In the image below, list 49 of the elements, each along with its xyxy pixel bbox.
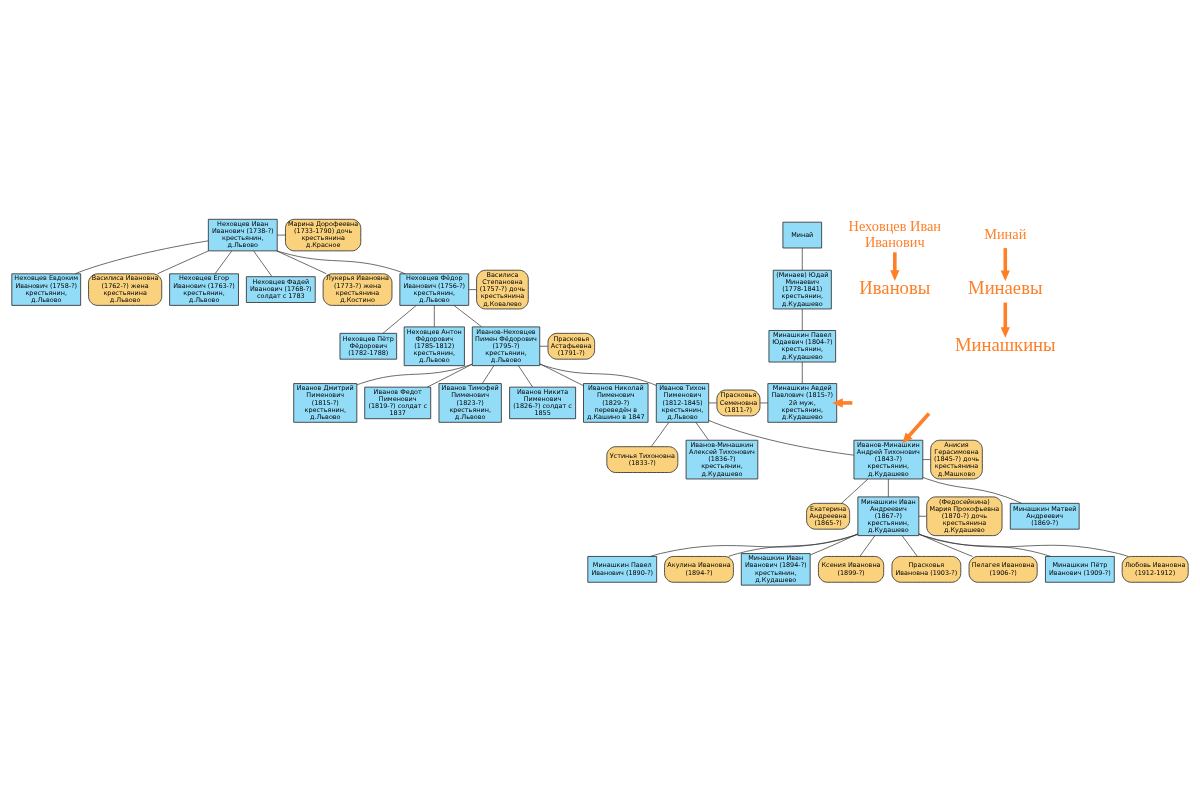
- connector: [901, 535, 918, 557]
- connector: [433, 305, 435, 328]
- connector: [427, 363, 473, 388]
- connector: [276, 250, 406, 275]
- connector: [539, 363, 584, 387]
- connector: [759, 402, 769, 404]
- connector: [539, 363, 657, 386]
- arrow: [832, 398, 853, 408]
- connector: [922, 459, 931, 460]
- node-text: Минашкины: [954, 333, 1056, 355]
- connector: [809, 533, 859, 556]
- node-text: Минаевы: [968, 277, 1043, 299]
- node-text: Неховцев Иван Иванович: [848, 217, 942, 250]
- arrow: [1000, 248, 1010, 282]
- connector: [918, 533, 1051, 557]
- connector: [539, 345, 549, 347]
- connector: [453, 305, 482, 328]
- connector: [801, 247, 803, 271]
- connector: [918, 533, 1129, 557]
- connector: [518, 365, 533, 388]
- connector: [918, 533, 973, 557]
- connector: [801, 308, 803, 331]
- connector: [922, 477, 1022, 504]
- connector: [276, 250, 327, 275]
- connector: [888, 478, 889, 498]
- connector: [74, 240, 209, 275]
- arrow: [1000, 302, 1010, 338]
- connector: [481, 365, 495, 384]
- arrow: [890, 252, 900, 281]
- connector: [801, 361, 803, 384]
- connector: [356, 363, 473, 386]
- connector: [253, 250, 273, 277]
- connector: [708, 419, 855, 456]
- arrow: [902, 412, 931, 444]
- connector: [859, 535, 876, 557]
- connector: [650, 533, 859, 557]
- connector: [650, 422, 670, 447]
- connector: [468, 289, 477, 290]
- node-text: Минай: [984, 225, 1027, 242]
- connector: [918, 515, 927, 517]
- node-text: Ивановы: [859, 277, 931, 299]
- connector: [276, 234, 286, 236]
- connector: [708, 402, 718, 404]
- connector: [841, 478, 869, 504]
- connector: [695, 422, 709, 441]
- connector: [157, 250, 209, 275]
- connector: [214, 250, 233, 275]
- connector: [382, 305, 417, 334]
- connector: [728, 533, 859, 557]
